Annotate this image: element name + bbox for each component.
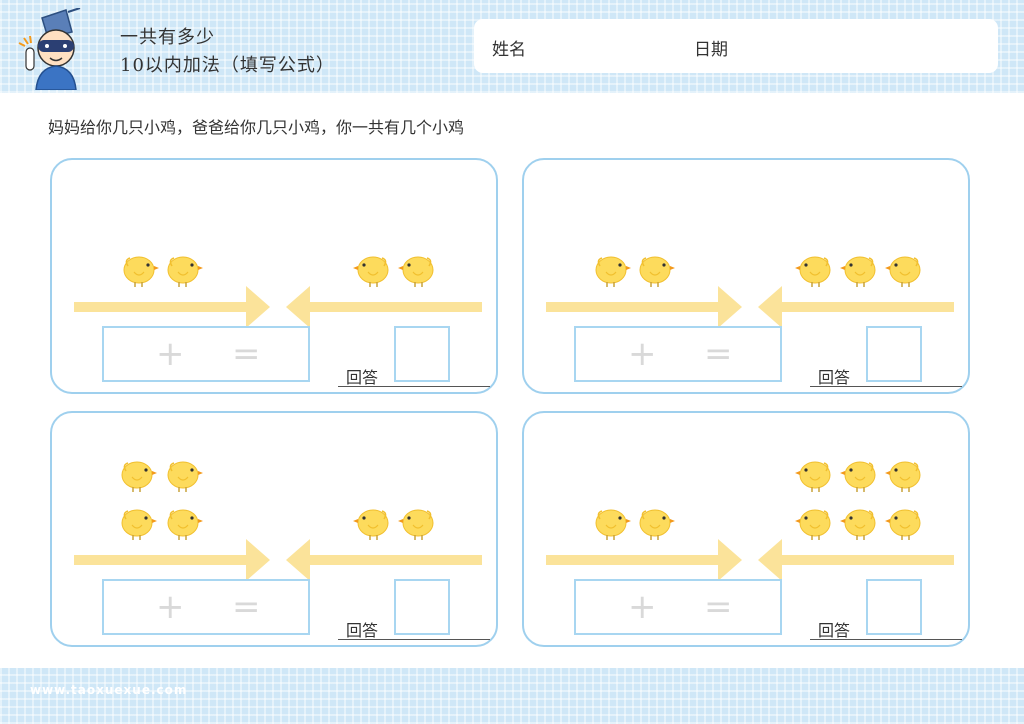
- instruction-text: 妈妈给你几只小鸡，爸爸给你几只小鸡，你一共有几个小鸡: [48, 118, 465, 137]
- chick-icon: [795, 256, 831, 287]
- equals-sign: =: [232, 587, 261, 627]
- answer-label: 回答: [346, 368, 379, 387]
- worksheet-title: 一共有多少: [120, 27, 215, 48]
- chick-icon: [595, 509, 631, 540]
- equals-sign: =: [232, 334, 261, 374]
- chick-icon: [885, 509, 921, 540]
- chick-icon: [167, 461, 203, 492]
- problem-card: +=回答: [522, 411, 970, 647]
- answer-box[interactable]: [394, 326, 450, 382]
- footer-url: www.taoxuexue.com: [30, 683, 188, 697]
- chick-icon: [398, 256, 434, 287]
- plus-sign: +: [628, 587, 657, 627]
- answer-box[interactable]: [866, 326, 922, 382]
- arrow-icon: [74, 286, 482, 328]
- name-label: 姓名: [492, 40, 526, 60]
- arrow-icon: [546, 286, 954, 328]
- equals-sign: =: [704, 587, 733, 627]
- answer-label: 回答: [818, 368, 851, 387]
- chick-icon: [121, 509, 157, 540]
- worksheet-subtitle: 10以内加法（填写公式）: [120, 55, 335, 76]
- robot-mascot-icon: [18, 8, 81, 90]
- answer-underline: [338, 639, 490, 640]
- equation-box[interactable]: +=: [574, 326, 782, 382]
- chick-icon: [595, 256, 631, 287]
- chick-icon: [795, 509, 831, 540]
- chick-icon: [885, 256, 921, 287]
- problem-card: +=回答: [50, 411, 498, 647]
- answer-box[interactable]: [394, 579, 450, 635]
- chick-icon: [840, 256, 876, 287]
- equals-sign: =: [704, 334, 733, 374]
- chick-icon: [840, 509, 876, 540]
- chick-icon: [353, 256, 389, 287]
- answer-underline: [810, 386, 962, 387]
- chick-icon: [639, 256, 675, 287]
- plus-sign: +: [156, 334, 185, 374]
- chick-icon: [795, 461, 831, 492]
- answer-box[interactable]: [866, 579, 922, 635]
- problem-card: +=回答: [50, 158, 498, 394]
- chick-icon: [353, 509, 389, 540]
- chick-icon: [840, 461, 876, 492]
- chick-icon: [123, 256, 159, 287]
- name-date-box: 姓名 日期: [474, 19, 998, 73]
- plus-sign: +: [628, 334, 657, 374]
- arrow-icon: [546, 539, 954, 581]
- footer-band: [0, 668, 1024, 724]
- problem-card: +=回答: [522, 158, 970, 394]
- answer-underline: [810, 639, 962, 640]
- equation-box[interactable]: +=: [574, 579, 782, 635]
- answer-label: 回答: [818, 621, 851, 640]
- equation-box[interactable]: +=: [102, 579, 310, 635]
- arrow-icon: [74, 539, 482, 581]
- chick-icon: [639, 509, 675, 540]
- chick-icon: [167, 256, 203, 287]
- plus-sign: +: [156, 587, 185, 627]
- chick-icon: [167, 509, 203, 540]
- chick-icon: [121, 461, 157, 492]
- date-label: 日期: [694, 40, 728, 60]
- answer-label: 回答: [346, 621, 379, 640]
- equation-box[interactable]: +=: [102, 326, 310, 382]
- chick-icon: [885, 461, 921, 492]
- chick-icon: [398, 509, 434, 540]
- answer-underline: [338, 386, 490, 387]
